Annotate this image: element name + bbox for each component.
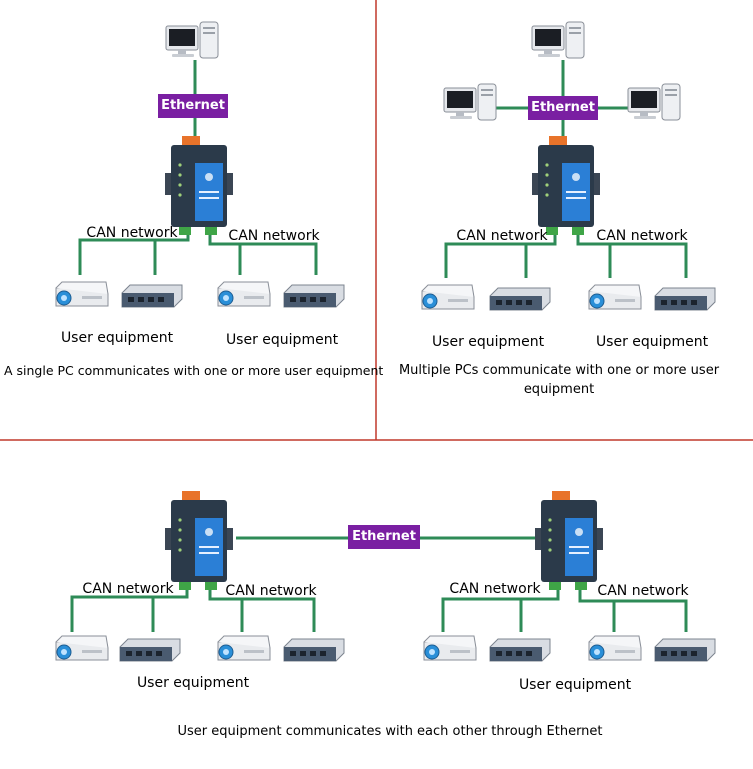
desktop-pc-icon (531, 21, 585, 59)
ethernet-label: Ethernet (348, 525, 420, 549)
switch-icon (283, 284, 345, 308)
can-gateway-device-icon (532, 136, 600, 235)
caption-single-pc: A single PC communicates with one or mor… (4, 363, 384, 378)
desktop-pc-icon (627, 83, 681, 121)
projector-icon (421, 284, 475, 310)
projector-icon (55, 281, 109, 307)
user-equipment-label: User equipment (431, 334, 545, 350)
projector-icon (55, 635, 109, 661)
can-network-label: CAN network (456, 228, 548, 244)
user-equipment-label: User equipment (518, 677, 632, 693)
can-network-label: CAN network (225, 583, 317, 599)
can-network-label: CAN network (596, 228, 688, 244)
switch-icon (654, 287, 716, 311)
ethernet-label: Ethernet (158, 94, 228, 118)
switch-icon (489, 638, 551, 662)
user-equipment-label: User equipment (60, 330, 174, 346)
desktop-pc-icon (443, 83, 497, 121)
can-network-label: CAN network (82, 581, 174, 597)
caption-multiple-pcs: Multiple PCs communicate with one or mor… (398, 363, 720, 397)
can-network-label: CAN network (597, 583, 689, 599)
switch-icon (283, 638, 345, 662)
projector-icon (217, 635, 271, 661)
projector-icon (217, 281, 271, 307)
ethernet-label: Ethernet (528, 96, 598, 120)
user-equipment-label: User equipment (225, 332, 339, 348)
desktop-pc-icon (165, 21, 219, 59)
switch-icon (489, 287, 551, 311)
projector-icon (588, 284, 642, 310)
can-network-label: CAN network (228, 228, 320, 244)
projector-icon (423, 635, 477, 661)
user-equipment-label: User equipment (136, 675, 250, 691)
user-equipment-label: User equipment (595, 334, 709, 350)
can-gateway-device-icon (535, 491, 603, 590)
can-gateway-device-icon (165, 491, 233, 590)
can-network-label: CAN network (449, 581, 541, 597)
can-gateway-device-icon (165, 136, 233, 235)
caption-through-ethernet: User equipment communicates with each ot… (177, 724, 603, 739)
switch-icon (119, 638, 181, 662)
can-network-label: CAN network (86, 225, 178, 241)
switch-icon (121, 284, 183, 308)
projector-icon (588, 635, 642, 661)
switch-icon (654, 638, 716, 662)
